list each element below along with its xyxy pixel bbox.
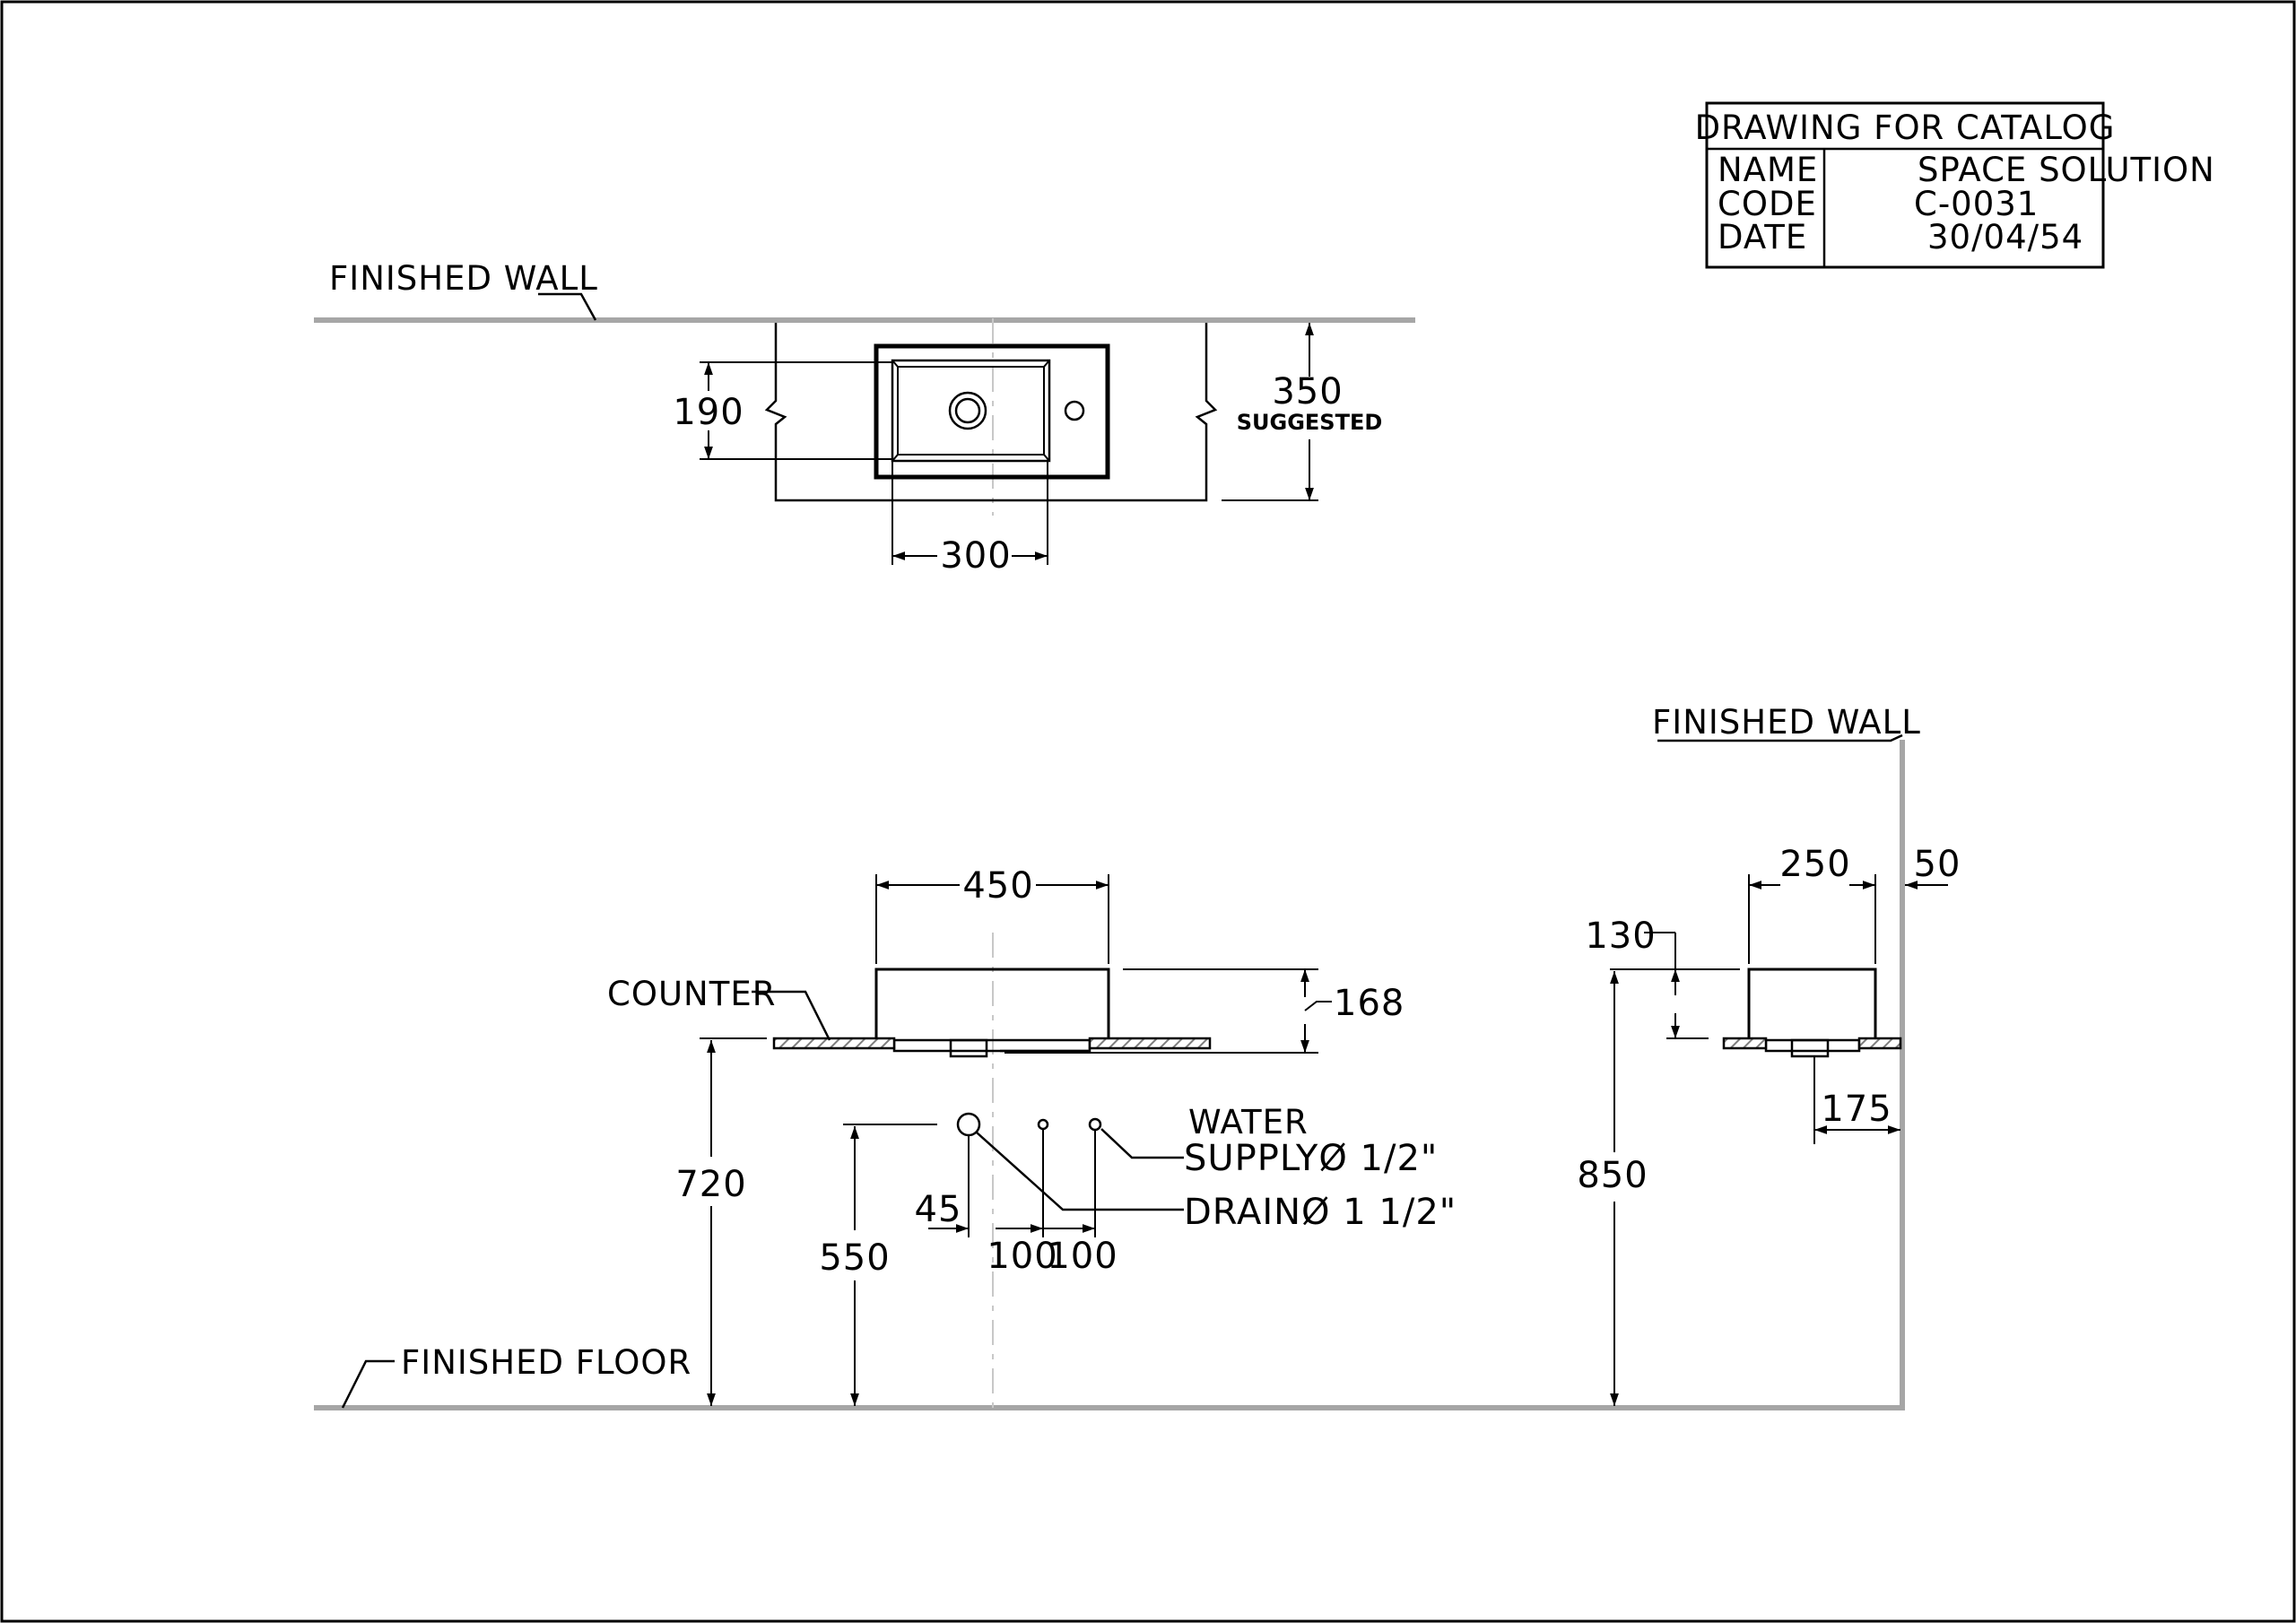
counter-outline-plan <box>764 323 1218 502</box>
basin-inner-plan <box>891 359 1051 463</box>
title-block: DRAWING FOR CATALOG NAME CODE DATE SPACE… <box>1695 101 2215 269</box>
dim-130-label: 130 <box>1585 916 1656 957</box>
plan-wall-label: FINISHED WALL <box>329 259 598 298</box>
drain-leader <box>976 1132 1184 1211</box>
side-wall-label: FINISHED WALL <box>1652 703 1921 742</box>
title-label-date: DATE <box>1718 218 1807 256</box>
basin-bevel <box>891 360 899 368</box>
dim-190-label: 190 <box>673 392 744 433</box>
water-label-line2: SUPPLYØ 1/2" <box>1184 1138 1438 1179</box>
dim-45-label: 45 <box>915 1189 962 1230</box>
counter-leader <box>752 990 831 1041</box>
water-supply-leader <box>1100 1128 1184 1159</box>
dim-300-label: 300 <box>940 535 1011 577</box>
tap-hole-plan <box>1064 400 1085 421</box>
dim-168-label: 168 <box>1334 983 1405 1024</box>
dim-100-label-2: 100 <box>1047 1236 1118 1277</box>
counter-label: COUNTER <box>607 975 776 1013</box>
dim-175-label: 175 <box>1821 1089 1892 1130</box>
title-block-heading: DRAWING FOR CATALOG <box>1695 108 2116 147</box>
dim-450-label: 450 <box>962 865 1033 907</box>
front-view: FINISHED FLOOR COUNTER 450 168 720 <box>314 865 1905 1412</box>
dim-100-label-1: 100 <box>987 1236 1057 1277</box>
floor-label: FINISHED FLOOR <box>401 1343 691 1382</box>
drain-label: DRAINØ 1 1/2" <box>1184 1192 1457 1233</box>
dim-250-label: 250 <box>1779 844 1850 885</box>
dim-50-label: 50 <box>1914 844 1961 885</box>
counter-slab-left <box>772 1037 896 1050</box>
drain-outlet-front <box>956 1112 981 1137</box>
supply-point-right <box>1088 1117 1102 1132</box>
title-value-date: 30/04/54 <box>1927 218 2083 256</box>
dim-168-leader <box>1304 1001 1332 1011</box>
drain-inner-plan <box>954 397 981 424</box>
basin-bowl-plan <box>897 366 1045 456</box>
plan-view: FINISHED WALL 190 350 SUGGESTED <box>314 259 1415 577</box>
title-label-name: NAME <box>1718 151 1818 189</box>
supply-point-left <box>1037 1118 1049 1131</box>
dim-850-label: 850 <box>1577 1155 1648 1196</box>
basin-side <box>1747 968 1877 1040</box>
basin-bevel <box>1043 454 1050 462</box>
counter-slab-right <box>1088 1037 1212 1050</box>
side-view: FINISHED WALL 250 50 130 850 <box>1577 703 1961 1410</box>
basin-side-foot <box>1764 1038 1861 1053</box>
plan-wall-leader <box>538 292 597 321</box>
title-label-code: CODE <box>1718 185 1817 223</box>
title-block-frame <box>1705 101 2105 269</box>
dim-350-label: 350 <box>1272 371 1343 412</box>
floor-leader <box>341 1359 395 1409</box>
basin-outer-plan <box>874 343 1110 480</box>
basin-bevel <box>891 454 899 462</box>
basin-front <box>874 968 1110 1040</box>
counter-slab-side-left <box>1722 1037 1768 1050</box>
side-wall-leader <box>1657 733 1903 742</box>
water-label-line1: WATER <box>1188 1103 1309 1141</box>
counter-slab-side-right <box>1857 1037 1902 1050</box>
title-value-code: C-0031 <box>1914 185 2039 223</box>
title-value-name: SPACE SOLUTION <box>1918 151 2215 189</box>
dim-550-label: 550 <box>819 1237 890 1279</box>
dim-720-label: 720 <box>675 1164 746 1205</box>
drain-side <box>1790 1038 1830 1058</box>
drain-waste <box>949 1038 988 1058</box>
basin-bevel <box>1043 360 1050 368</box>
drain-outer-plan <box>948 391 987 430</box>
suggested-label: SUGGESTED <box>1237 410 1383 435</box>
